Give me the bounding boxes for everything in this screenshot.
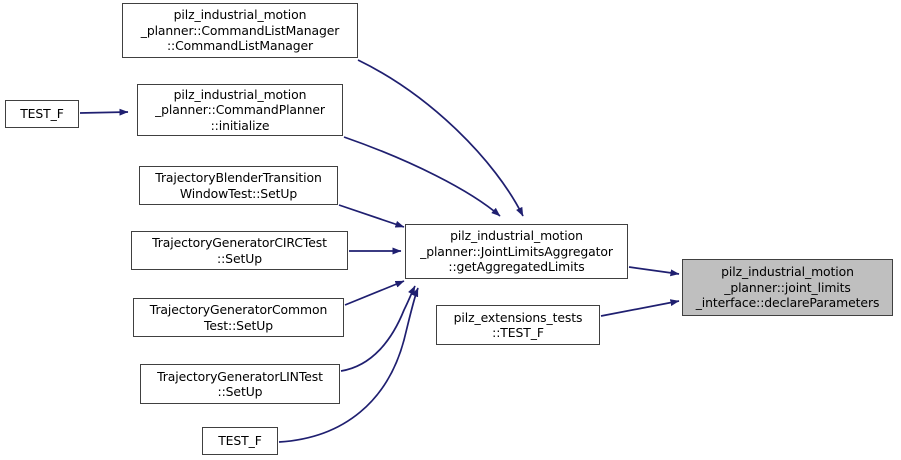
node-test-f-top[interactable]: TEST_F (5, 100, 79, 128)
node-label: TEST_F (218, 433, 262, 449)
node-label: pilz_industrial_motion _planner::Command… (155, 86, 325, 133)
node-label: pilz_industrial_motion _planner::Command… (140, 7, 340, 54)
node-label: TEST_F (20, 106, 64, 122)
node-label: TrajectoryGeneratorCommon Test::SetUp (149, 302, 328, 333)
node-trajectory-generator-lin-test-setup[interactable]: TrajectoryGeneratorLINTest ::SetUp (140, 364, 340, 404)
edge-pilz-extensions-tests-to-declare-parameters (600, 299, 680, 317)
node-command-list-manager[interactable]: pilz_industrial_motion _planner::Command… (122, 3, 358, 58)
node-trajectory-generator-circ-test-setup[interactable]: TrajectoryGeneratorCIRCTest ::SetUp (131, 231, 348, 270)
node-command-planner-initialize[interactable]: pilz_industrial_motion _planner::Command… (137, 84, 343, 136)
node-label: pilz_extensions_tests ::TEST_F (453, 309, 583, 340)
edge-command-list-manager-to-aggregator (357, 59, 524, 217)
node-label: TrajectoryBlenderTransition WindowTest::… (155, 170, 322, 201)
edge-command-planner-initialize-to-aggregator (343, 136, 501, 217)
node-trajectory-blender-transition-window-test-setup[interactable]: TrajectoryBlenderTransition WindowTest::… (139, 166, 338, 205)
edge-blender-transition-setup-to-aggregator (338, 204, 405, 228)
edge-test-f-top-to-command-planner-initialize (79, 108, 129, 116)
node-label: pilz_industrial_motion _planner::JointLi… (420, 228, 613, 275)
edge-lin-test-setup-to-aggregator (340, 285, 416, 372)
node-pilz-extensions-tests-test-f[interactable]: pilz_extensions_tests ::TEST_F (436, 305, 600, 345)
node-trajectory-generator-common-test-setup[interactable]: TrajectoryGeneratorCommon Test::SetUp (133, 298, 344, 337)
node-test-f-bottom[interactable]: TEST_F (202, 427, 278, 455)
node-label: TrajectoryGeneratorCIRCTest ::SetUp (152, 235, 327, 266)
edge-common-test-setup-to-aggregator (344, 280, 405, 306)
node-joint-limits-interface-declare-parameters[interactable]: pilz_industrial_motion _planner::joint_l… (682, 259, 893, 316)
node-label: pilz_industrial_motion _planner::joint_l… (695, 264, 880, 311)
node-joint-limits-aggregator-get-aggregated-limits[interactable]: pilz_industrial_motion _planner::JointLi… (405, 224, 628, 279)
node-label: TrajectoryGeneratorLINTest ::SetUp (157, 368, 323, 399)
edge-test-f-bottom-to-aggregator (278, 287, 419, 443)
edge-aggregator-to-declare-parameters (628, 266, 680, 277)
